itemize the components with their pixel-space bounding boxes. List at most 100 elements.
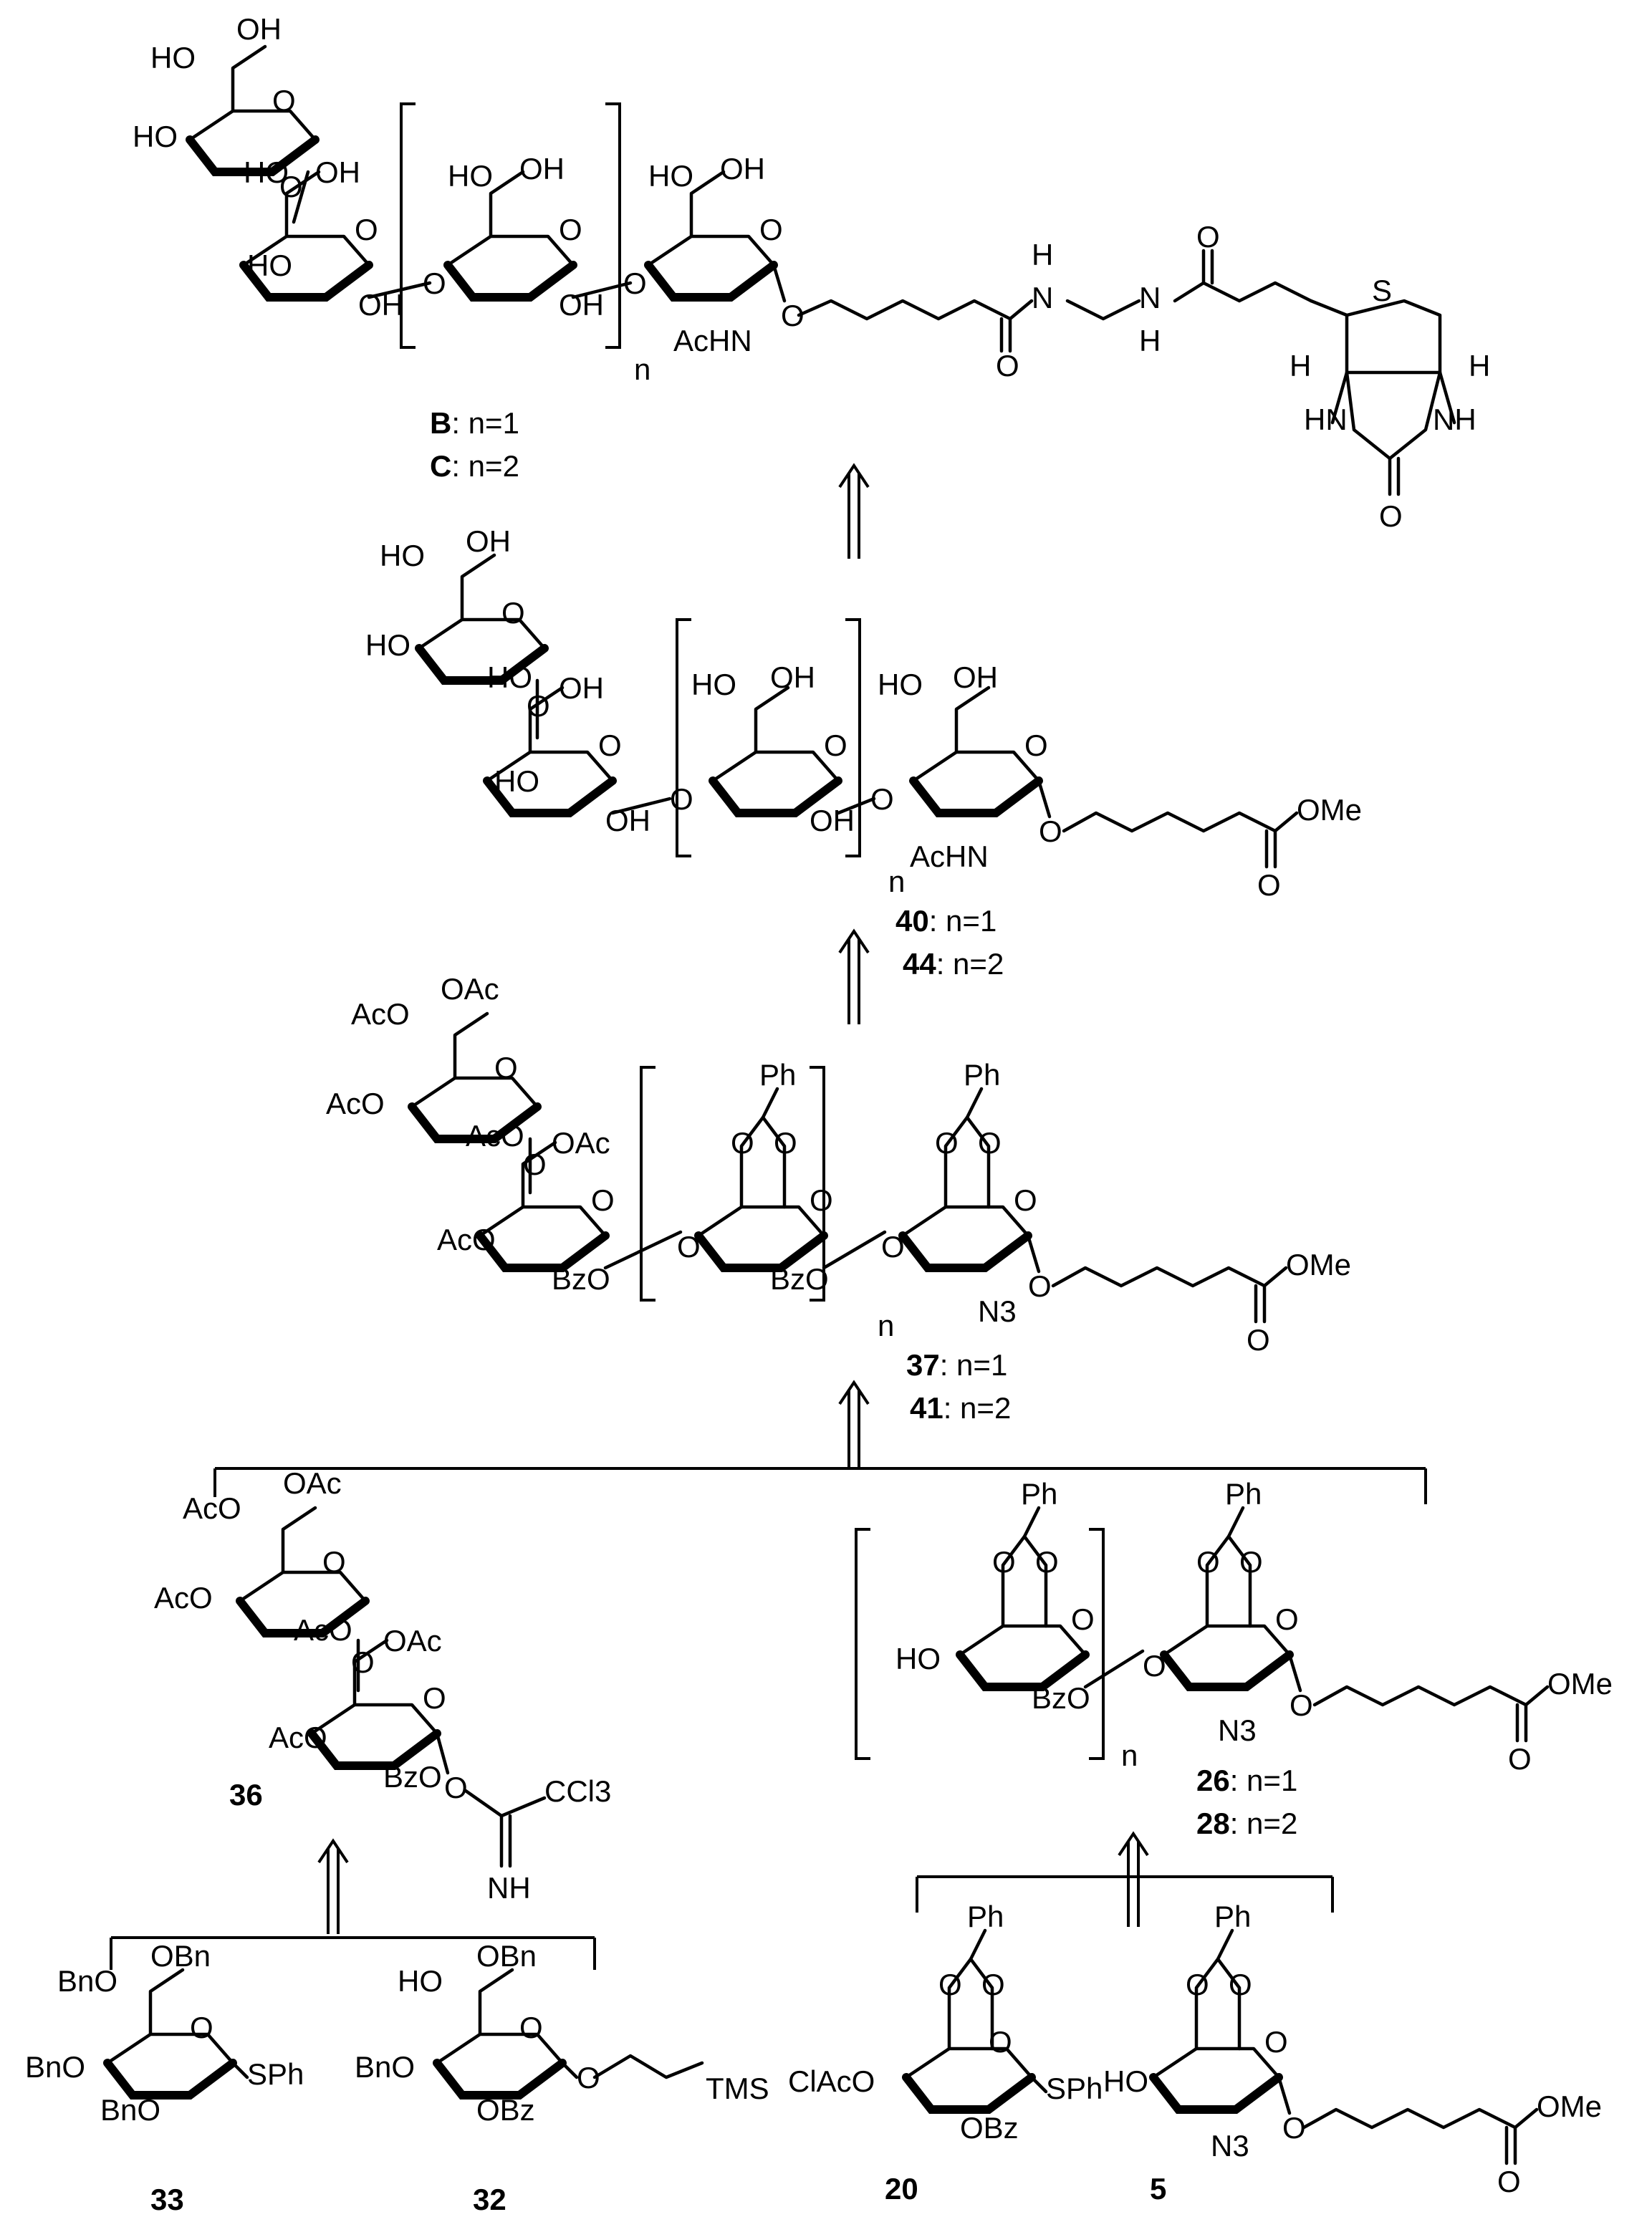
atom-label: HO bbox=[380, 539, 425, 572]
atom-label: SPh bbox=[247, 2057, 304, 2091]
atom-label: HO bbox=[878, 668, 923, 701]
atom-label: OBn bbox=[150, 1939, 211, 1973]
atom-label: N bbox=[1139, 281, 1161, 314]
atom-label: O bbox=[1196, 1545, 1220, 1579]
repeat-n-label: n bbox=[878, 1309, 894, 1342]
retro-arrow-branch bbox=[110, 1838, 596, 1970]
atom-label: O bbox=[1014, 1183, 1037, 1217]
atom-label: Ph bbox=[1021, 1477, 1057, 1511]
atom-label: O bbox=[494, 1051, 518, 1084]
atom-label: OH bbox=[559, 288, 604, 322]
atom-label: O bbox=[1290, 1688, 1313, 1722]
atom-label: OH bbox=[953, 660, 998, 694]
atom-label: O bbox=[677, 1230, 701, 1264]
atom-label: OMe bbox=[1286, 1248, 1351, 1281]
compound-number: 36 bbox=[229, 1778, 263, 1812]
atom-label: NH bbox=[1433, 403, 1476, 436]
atom-label: O bbox=[279, 170, 303, 203]
retro-arrow-branch bbox=[213, 1380, 1427, 1504]
atom-label: HO bbox=[448, 159, 493, 193]
atom-label: HO bbox=[691, 668, 736, 701]
compound-caption: C: n=2 bbox=[430, 449, 519, 483]
caption-text: : n=2 bbox=[936, 947, 1004, 981]
atom-label: O bbox=[824, 728, 847, 762]
atom-label: O bbox=[774, 1126, 797, 1160]
atom-label: TMS bbox=[706, 2072, 769, 2105]
atom-label: O bbox=[591, 1183, 615, 1217]
atom-label: O bbox=[810, 1183, 833, 1217]
atom-label: H bbox=[1032, 238, 1053, 271]
compound-number: B bbox=[430, 406, 451, 440]
atom-label: OBz bbox=[476, 2093, 535, 2127]
compound-40-44: HO OH HO O HO O OH HO O OH O HO OH O OH … bbox=[365, 524, 1362, 981]
atom-label: O bbox=[1239, 1545, 1263, 1579]
compound-number: 41 bbox=[910, 1391, 943, 1425]
atom-label: O bbox=[1186, 1968, 1209, 2001]
compound-caption: 40: n=1 bbox=[895, 904, 997, 938]
atom-label: O bbox=[1143, 1649, 1166, 1683]
atom-label: O bbox=[870, 782, 894, 816]
atom-label: O bbox=[1379, 499, 1403, 533]
atom-label: BnO bbox=[355, 2050, 415, 2084]
compound-caption: 26: n=1 bbox=[1196, 1764, 1297, 1797]
atom-label: O bbox=[423, 266, 446, 300]
atom-label: O bbox=[527, 689, 550, 723]
atom-label: O bbox=[1275, 1602, 1299, 1636]
compound-caption: 44: n=2 bbox=[903, 947, 1004, 981]
atom-label: OMe bbox=[1297, 793, 1362, 827]
atom-label: Ph bbox=[964, 1058, 1000, 1092]
atom-label: Ph bbox=[759, 1058, 796, 1092]
atom-label: O bbox=[1508, 1742, 1532, 1776]
atom-label: BnO bbox=[25, 2050, 85, 2084]
compound-number: 33 bbox=[150, 2183, 184, 2216]
atom-label: AcO bbox=[466, 1119, 524, 1153]
atom-label: AcO bbox=[437, 1223, 496, 1256]
compound-5: Ph O O O HO N3 O O OMe 5 bbox=[1103, 1900, 1602, 2206]
atom-label: AcO bbox=[269, 1721, 327, 1754]
caption-text: : n=2 bbox=[943, 1391, 1012, 1425]
atom-label: HO bbox=[487, 660, 532, 694]
atom-label: OBn bbox=[476, 1939, 537, 1973]
atom-label: HO bbox=[648, 159, 693, 193]
atom-label: H bbox=[1290, 349, 1311, 383]
atom-label: H bbox=[1139, 324, 1161, 357]
atom-label: OH bbox=[358, 288, 403, 322]
atom-label: OH bbox=[770, 660, 815, 694]
atom-label: O bbox=[623, 266, 647, 300]
atom-label: AcO bbox=[294, 1613, 352, 1647]
caption-text: : n=1 bbox=[940, 1348, 1008, 1382]
compound-number: 44 bbox=[903, 947, 936, 981]
atom-label: O bbox=[978, 1126, 1002, 1160]
caption-text: : n=2 bbox=[451, 449, 519, 483]
atom-label: O bbox=[981, 1968, 1005, 2001]
atom-label: BzO bbox=[552, 1262, 610, 1296]
compound-32: HO OBn BnO O OBz O TMS 32 bbox=[355, 1939, 769, 2216]
atom-label: S bbox=[1372, 274, 1392, 307]
atom-label: N3 bbox=[978, 1294, 1017, 1328]
atom-label: CCl3 bbox=[544, 1774, 611, 1808]
compound-B-C: HO OH HO O HO O OH HO O OH O HO OH O OH … bbox=[133, 12, 1490, 533]
atom-label: O bbox=[1035, 1545, 1059, 1579]
atom-label: O bbox=[1039, 814, 1062, 848]
atom-label: O bbox=[1024, 728, 1048, 762]
atom-label: O bbox=[272, 84, 296, 117]
atom-label: HO bbox=[895, 1642, 941, 1675]
atom-label: O bbox=[1247, 1323, 1270, 1357]
atom-label: O bbox=[519, 2011, 543, 2044]
compound-number: 28 bbox=[1196, 1807, 1230, 1840]
atom-label: AcHN bbox=[673, 324, 752, 357]
atom-label: O bbox=[190, 2011, 213, 2044]
compound-33: BnO OBn BnO O BnO SPh 33 bbox=[25, 1939, 304, 2216]
compound-number: 37 bbox=[906, 1348, 940, 1382]
retro-arrow bbox=[838, 463, 870, 559]
atom-label: OH bbox=[810, 804, 855, 837]
atom-label: ClAcO bbox=[788, 2064, 875, 2098]
atom-label: OH bbox=[559, 671, 604, 705]
atom-label: BzO bbox=[770, 1262, 829, 1296]
atom-label: HN bbox=[1304, 403, 1348, 436]
atom-label: OH bbox=[720, 152, 765, 186]
atom-label: OH bbox=[519, 152, 565, 186]
atom-label: HO bbox=[365, 628, 410, 662]
atom-label: O bbox=[501, 596, 525, 630]
